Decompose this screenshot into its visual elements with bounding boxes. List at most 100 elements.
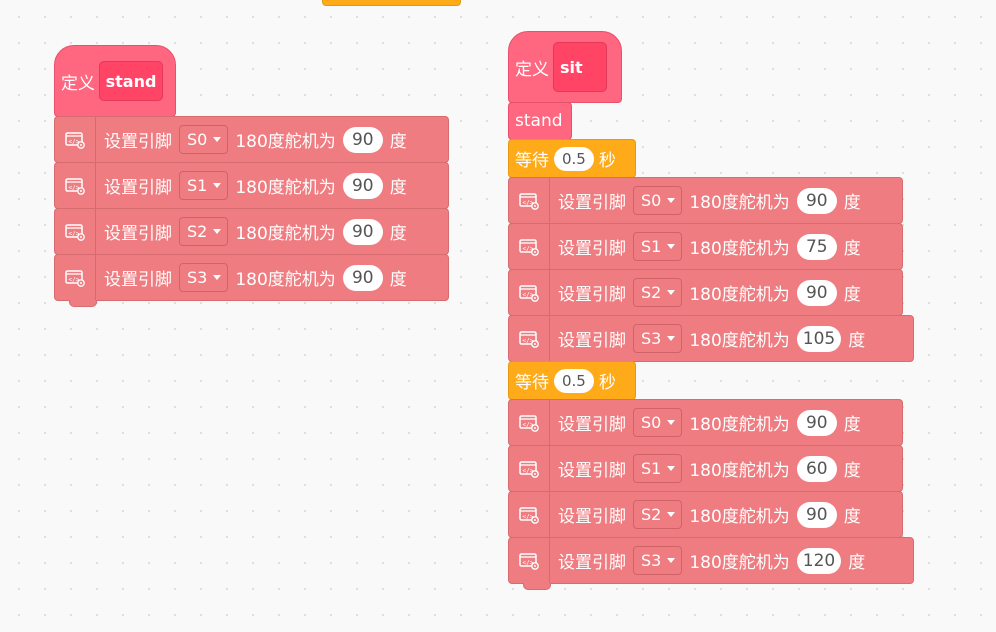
set-pin-label: 设置引脚 [558, 415, 626, 435]
unit-label: 度 [843, 507, 861, 527]
unit-label: 度 [389, 270, 407, 290]
pin-value: S1 [641, 459, 662, 478]
sit-group-1: </> 设置引脚 S0 180度舵机为 90 度 </> 设置引脚 S1 180… [508, 177, 914, 368]
pin-dropdown[interactable]: S0 [633, 186, 683, 215]
set-pin-label: 设置引脚 [558, 461, 626, 481]
set-servo-block[interactable]: </> 设置引脚 S2 180度舵机为 90 度 [508, 491, 903, 538]
set-pin-label: 设置引脚 [104, 178, 172, 198]
pin-dropdown[interactable]: S0 [179, 125, 229, 154]
set-servo-block[interactable]: </> 设置引脚 S2 180度舵机为 90 度 [54, 208, 449, 255]
pin-dropdown[interactable]: S3 [633, 546, 683, 575]
wait-unit: 秒 [598, 373, 616, 393]
wait-seconds-input[interactable]: 0.5 [554, 146, 594, 171]
unit-label: 度 [389, 132, 407, 152]
set-servo-block[interactable]: </> 设置引脚 S3 180度舵机为 105 度 [508, 315, 914, 368]
angle-input[interactable]: 90 [796, 409, 837, 436]
define-sit-hat[interactable]: 定义 sit [508, 31, 622, 103]
angle-input[interactable]: 90 [342, 172, 383, 199]
angle-input[interactable]: 60 [796, 455, 837, 482]
code-board-gear-icon: </> [509, 316, 550, 361]
set-servo-block[interactable]: </> 设置引脚 S2 180度舵机为 90 度 [508, 269, 903, 316]
dropdown-arrow-icon [213, 229, 222, 234]
dropdown-arrow-icon [667, 420, 676, 425]
code-board-gear-icon: </> [509, 270, 550, 315]
dropdown-arrow-icon [667, 466, 676, 471]
angle-input[interactable]: 90 [796, 279, 837, 306]
pin-dropdown[interactable]: S1 [633, 454, 683, 483]
unit-label: 度 [389, 224, 407, 244]
code-board-gear-icon: </> [509, 492, 550, 537]
call-stand-block[interactable]: stand [508, 102, 572, 140]
pin-value: S2 [641, 283, 662, 302]
set-servo-block[interactable]: </> 设置引脚 S1 180度舵机为 75 度 [508, 223, 903, 270]
angle-input[interactable]: 120 [796, 547, 842, 574]
unit-label: 度 [848, 553, 866, 573]
set-servo-block[interactable]: </> 设置引脚 S3 180度舵机为 90 度 [54, 254, 449, 307]
code-board-gear-icon: </> [55, 209, 96, 254]
define-label: 定义 [515, 59, 549, 80]
pin-dropdown[interactable]: S2 [179, 217, 229, 246]
svg-text:</>: </> [523, 337, 534, 344]
set-pin-label: 设置引脚 [104, 132, 172, 152]
wait-label: 等待 [515, 373, 549, 393]
svg-text:</>: </> [523, 513, 534, 520]
pin-dropdown[interactable]: S1 [179, 171, 229, 200]
angle-input[interactable]: 105 [796, 325, 842, 352]
pin-dropdown[interactable]: S2 [633, 278, 683, 307]
procedure-name-sit[interactable]: sit [553, 42, 607, 92]
pin-value: S1 [187, 176, 208, 195]
dropdown-arrow-icon [213, 275, 222, 280]
pin-dropdown[interactable]: S1 [633, 232, 683, 261]
code-board-gear-icon: </> [55, 117, 96, 162]
pin-dropdown[interactable]: S0 [633, 408, 683, 437]
set-servo-block[interactable]: </> 设置引脚 S1 180度舵机为 90 度 [54, 162, 449, 209]
servo-label: 180度舵机为 [235, 224, 336, 244]
wait-block[interactable]: 等待 0.5 秒 [508, 139, 636, 178]
angle-input[interactable]: 90 [796, 187, 837, 214]
pin-value: S0 [641, 413, 662, 432]
wait-seconds-input[interactable]: 0.5 [554, 368, 594, 393]
svg-text:</>: </> [523, 467, 534, 474]
procedure-name-stand[interactable]: stand [99, 61, 163, 101]
pin-value: S3 [187, 268, 208, 287]
dropdown-arrow-icon [667, 512, 676, 517]
pin-value: S3 [641, 551, 662, 570]
set-pin-label: 设置引脚 [558, 193, 626, 213]
pin-dropdown[interactable]: S3 [179, 263, 229, 292]
set-servo-block[interactable]: </> 设置引脚 S0 180度舵机为 90 度 [54, 116, 449, 163]
pin-dropdown[interactable]: S3 [633, 324, 683, 353]
pin-value: S3 [641, 329, 662, 348]
code-board-gear-icon: </> [55, 163, 96, 208]
stand-body: </> 设置引脚 S0 180度舵机为 90 度 </> 设置引脚 S1 180… [54, 116, 449, 307]
set-servo-block[interactable]: </> 设置引脚 S1 180度舵机为 60 度 [508, 445, 903, 492]
set-servo-block[interactable]: </> 设置引脚 S0 180度舵机为 90 度 [508, 177, 903, 224]
angle-input[interactable]: 90 [342, 264, 383, 291]
set-servo-block[interactable]: </> 设置引脚 S0 180度舵机为 90 度 [508, 399, 903, 446]
set-pin-label: 设置引脚 [558, 331, 626, 351]
pin-value: S2 [187, 222, 208, 241]
dropdown-arrow-icon [667, 198, 676, 203]
sit-group-2: </> 设置引脚 S0 180度舵机为 90 度 </> 设置引脚 S1 180… [508, 399, 914, 590]
dropdown-arrow-icon [667, 336, 676, 341]
angle-input[interactable]: 90 [342, 126, 383, 153]
call-stand-label: stand [515, 111, 563, 131]
partial-block-stub[interactable] [322, 0, 461, 6]
set-pin-label: 设置引脚 [104, 224, 172, 244]
set-servo-block[interactable]: </> 设置引脚 S3 180度舵机为 120 度 [508, 537, 914, 590]
angle-input[interactable]: 90 [796, 501, 837, 528]
angle-input[interactable]: 75 [796, 233, 837, 260]
pin-dropdown[interactable]: S2 [633, 500, 683, 529]
wait-block[interactable]: 等待 0.5 秒 [508, 361, 636, 400]
pin-value: S2 [641, 505, 662, 524]
define-stand-hat[interactable]: 定义 stand [54, 45, 176, 117]
code-board-gear-icon: </> [509, 446, 550, 491]
set-pin-label: 设置引脚 [558, 507, 626, 527]
svg-text:</>: </> [523, 559, 534, 566]
angle-input[interactable]: 90 [342, 218, 383, 245]
servo-label: 180度舵机为 [235, 132, 336, 152]
define-sit-stack: 定义 sit stand 等待 0.5 秒 </> 设置引脚 S0 180度舵机… [508, 31, 914, 590]
dropdown-arrow-icon [213, 183, 222, 188]
code-board-gear-icon: </> [509, 538, 550, 583]
servo-label: 180度舵机为 [689, 461, 790, 481]
code-board-gear-icon: </> [509, 178, 550, 223]
